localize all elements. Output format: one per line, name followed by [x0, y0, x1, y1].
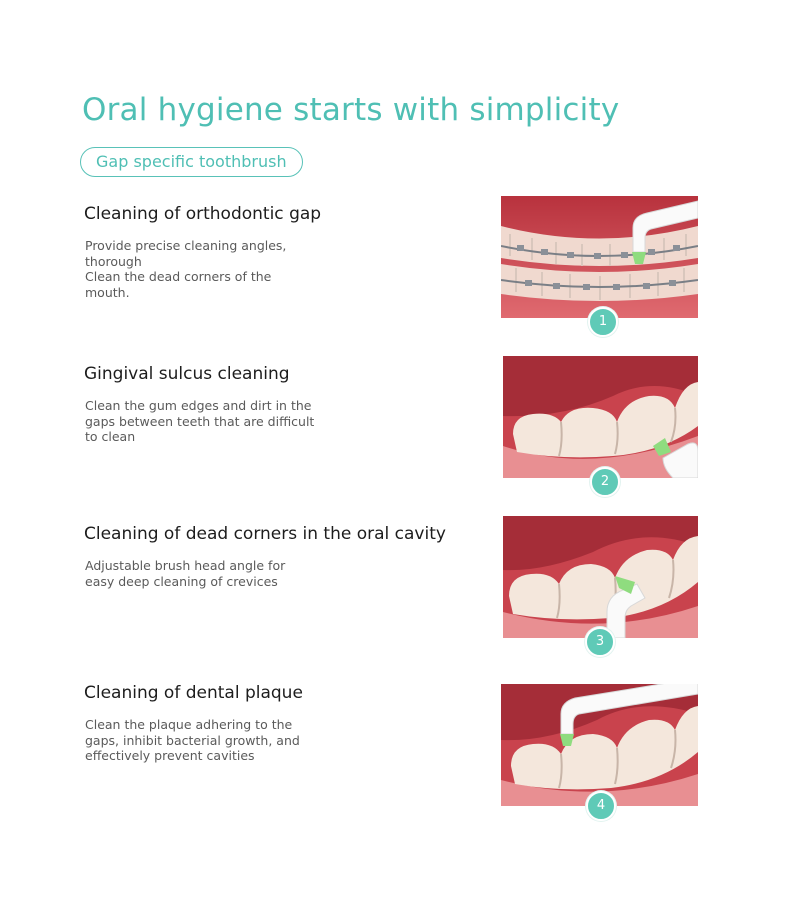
feature-description: Adjustable brush head angle for easy dee… — [85, 558, 286, 589]
step-badge: 4 — [586, 791, 616, 821]
feature-title: Gingival sulcus cleaning — [84, 364, 290, 384]
feature-description: Clean the gum edges and dirt in the gaps… — [85, 398, 315, 444]
page-title: Oral hygiene starts with simplicity — [82, 92, 620, 128]
step-badge: 1 — [588, 307, 618, 337]
braces-teeth-icon — [501, 196, 698, 318]
step-badge: 2 — [590, 467, 620, 497]
feature-dead-corners: Cleaning of dead corners in the oral cav… — [0, 516, 800, 664]
feature-description: Clean the plaque adhering to the gaps, i… — [85, 717, 300, 763]
step-badge: 3 — [585, 627, 615, 657]
feature-description: Provide precise cleaning angles, thoroug… — [85, 238, 287, 300]
feature-title: Cleaning of orthodontic gap — [84, 204, 322, 224]
feature-orthodontic-gap: Cleaning of orthodontic gap Provide prec… — [0, 196, 800, 344]
feature-gingival-sulcus: Gingival sulcus cleaning Clean the gum e… — [0, 356, 800, 504]
feature-title: Cleaning of dead corners in the oral cav… — [84, 524, 446, 544]
feature-title: Cleaning of dental plaque — [84, 683, 303, 703]
molars-plaque-icon — [501, 684, 698, 806]
subtitle-pill: Gap specific toothbrush — [80, 147, 303, 177]
molars-crevice-icon — [503, 516, 698, 638]
feature-dental-plaque: Cleaning of dental plaque Clean the plaq… — [0, 683, 800, 823]
molars-gumline-icon — [503, 356, 698, 478]
